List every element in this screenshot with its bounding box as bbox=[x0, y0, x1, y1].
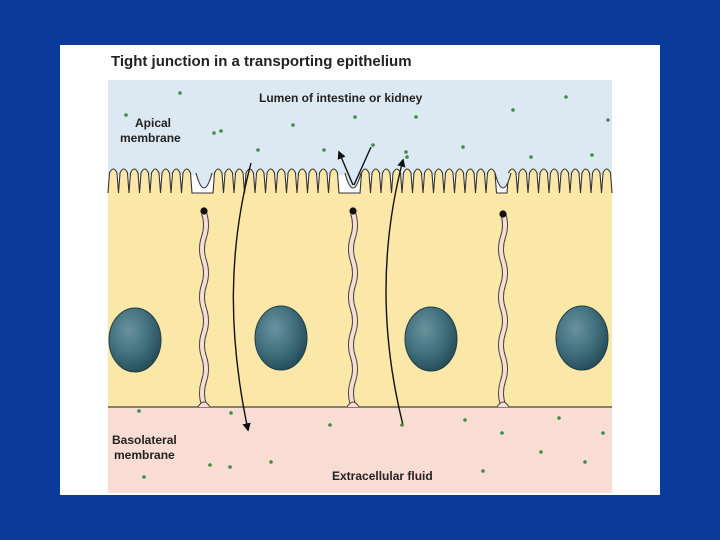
paracellular-arrow-left bbox=[337, 150, 354, 186]
solute-particle bbox=[353, 115, 357, 119]
apical-membrane-label: membrane bbox=[120, 131, 181, 145]
solute-particle bbox=[463, 418, 467, 422]
intercellular-space bbox=[499, 212, 507, 406]
solute-particle bbox=[590, 153, 594, 157]
lateral-membranes bbox=[197, 212, 510, 408]
solute-particle bbox=[557, 416, 561, 420]
lumen-label: Lumen of intestine or kidney bbox=[259, 91, 423, 105]
solute-particle bbox=[212, 131, 216, 135]
solute-particle bbox=[178, 91, 182, 95]
solute-particle bbox=[322, 148, 326, 152]
membrane-foot bbox=[197, 401, 211, 408]
solute-particle bbox=[124, 113, 128, 117]
lumen-region bbox=[108, 80, 612, 175]
tight-junction bbox=[349, 207, 357, 215]
solute-particle bbox=[414, 115, 418, 119]
solute-particle bbox=[400, 423, 404, 427]
cell-nucleus bbox=[254, 305, 308, 371]
transport-arrow-up bbox=[385, 158, 406, 426]
cell-layer bbox=[108, 193, 612, 407]
cell-nucleus bbox=[555, 305, 609, 371]
solute-particle bbox=[219, 129, 223, 133]
apical-microvilli bbox=[107, 168, 613, 197]
tight-junction bbox=[200, 207, 208, 215]
junction-dip bbox=[195, 172, 213, 189]
solute-particle bbox=[564, 95, 568, 99]
solute-particle bbox=[208, 463, 212, 467]
solute-particle bbox=[404, 150, 408, 154]
solute-particles bbox=[124, 91, 610, 479]
slide: Tight junction in a transporting epithel… bbox=[60, 45, 660, 495]
epithelium-diagram: Lumen of intestine or kidney Apical memb… bbox=[107, 80, 613, 493]
solute-particle bbox=[269, 460, 273, 464]
solute-particle bbox=[142, 475, 146, 479]
extracellular-region bbox=[108, 407, 612, 493]
junction-dip bbox=[494, 172, 512, 189]
membrane-foot bbox=[496, 401, 510, 408]
extracellular-fluid-label: Extracellular fluid bbox=[332, 469, 433, 483]
solute-particle bbox=[228, 465, 232, 469]
solute-particle bbox=[137, 409, 141, 413]
diagram-title: Tight junction in a transporting epithel… bbox=[111, 53, 412, 70]
solute-particle bbox=[601, 431, 605, 435]
solute-particle bbox=[500, 431, 504, 435]
cell-nucleus bbox=[404, 306, 458, 372]
solute-particle bbox=[405, 155, 409, 159]
intercellular-space bbox=[200, 212, 208, 406]
solute-particle bbox=[461, 145, 465, 149]
membrane-foot bbox=[346, 401, 360, 408]
apical-membrane-label: Apical bbox=[135, 116, 171, 130]
cell-nucleus bbox=[108, 307, 162, 373]
solute-particle bbox=[529, 155, 533, 159]
intercellular-space bbox=[349, 212, 357, 406]
solute-particle bbox=[511, 108, 515, 112]
solute-particle bbox=[583, 460, 587, 464]
basolateral-membrane-label: Basolateral bbox=[112, 433, 177, 447]
tight-junction bbox=[499, 210, 507, 218]
paracellular-arrow-right bbox=[353, 146, 372, 186]
apical-membrane-outline bbox=[107, 168, 613, 194]
solute-particle bbox=[371, 143, 375, 147]
solute-particle bbox=[539, 450, 543, 454]
solute-particle bbox=[256, 148, 260, 152]
transport-arrow-down bbox=[232, 162, 252, 432]
solute-particle bbox=[481, 469, 485, 473]
basolateral-membrane-label: membrane bbox=[114, 448, 175, 462]
solute-particle bbox=[606, 118, 610, 122]
microvilli-fill bbox=[108, 169, 612, 197]
solute-particle bbox=[291, 123, 295, 127]
solute-particle bbox=[229, 411, 233, 415]
solute-particle bbox=[328, 423, 332, 427]
